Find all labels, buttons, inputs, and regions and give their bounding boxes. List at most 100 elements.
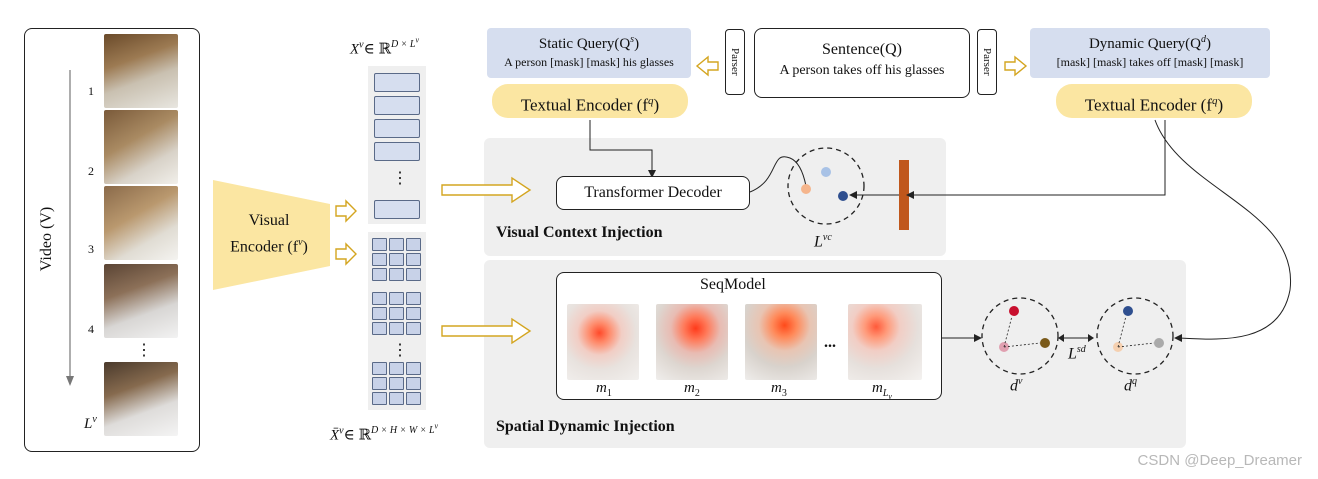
mask-ellipsis: ... xyxy=(824,334,836,351)
xv-ellipsis: ⋮ xyxy=(392,170,408,187)
transformer-decoder-box: Transformer Decoder xyxy=(556,176,750,210)
xbar-grid-cell xyxy=(406,253,421,266)
xbar-grid-cell xyxy=(389,238,404,251)
xbar-grid-cell xyxy=(372,392,387,405)
visual-encoder-shape xyxy=(213,180,330,290)
static-to-decoder-line xyxy=(589,120,653,172)
static-query-box: Static Query(Qs) A person [mask] [mask] … xyxy=(487,28,691,78)
visual-encoder-label-line1: Visual xyxy=(248,212,290,229)
xbar-grid-cell xyxy=(372,292,387,305)
dv-vector-2 xyxy=(1003,342,1041,348)
sentence-text: A person takes off his glasses xyxy=(779,63,945,78)
visual-encoder-label-line2: Encoder (fv) xyxy=(230,237,308,256)
dq-vector-2 xyxy=(1117,342,1155,348)
watermark: CSDN @Deep_Dreamer xyxy=(1137,452,1302,469)
xbar-grid-cell xyxy=(389,392,404,405)
xbar-grid-cell xyxy=(406,392,421,405)
xbar-to-dynamic-arrow xyxy=(441,317,532,345)
xbar-grid-cell xyxy=(406,292,421,305)
parser-left: Parser xyxy=(725,29,745,95)
mask-label-last: mLv xyxy=(872,380,892,401)
xbar-grid-cell xyxy=(372,377,387,390)
visual-encoder-label: Visual Encoder (fv) xyxy=(214,210,324,258)
frame-number-2: 2 xyxy=(88,164,94,178)
dynamic-to-bar-line xyxy=(912,120,1166,196)
xbar-grid-cell xyxy=(406,307,421,320)
lsd-label: Lsd xyxy=(1068,344,1086,363)
sentence-title: Sentence(Q) xyxy=(822,41,902,58)
static-query-text: A person [mask] [mask] his glasses xyxy=(504,55,674,69)
dynamic-to-dq-curve xyxy=(1154,119,1291,340)
xbar-grid-cell xyxy=(406,322,421,335)
dq-point-gray xyxy=(1154,338,1164,348)
xbar-grid-cell xyxy=(389,292,404,305)
seq-to-dv-arrowhead xyxy=(974,334,982,342)
frame-ellipsis: ⋮ xyxy=(136,342,152,359)
parser-right: Parser xyxy=(977,29,997,95)
dynamic-feature-bar xyxy=(899,160,909,230)
dv-point-brown xyxy=(1040,338,1050,348)
video-frame-last xyxy=(104,362,178,436)
vc-loss-circle xyxy=(787,147,865,225)
xbar-grid-cell xyxy=(372,307,387,320)
dynamic-textual-encoder: Textual Encoder (fq) xyxy=(1056,84,1252,118)
sentence-box: Sentence(Q) A person takes off his glass… xyxy=(754,28,970,98)
vc-point-lightblue xyxy=(821,167,831,177)
parser-to-dynamic-arrow xyxy=(1004,55,1028,77)
dynamic-to-bar-arrowhead xyxy=(906,191,914,199)
xbar-grid-cell xyxy=(406,362,421,375)
dynamic-to-dq-arrowhead xyxy=(1174,334,1182,342)
mask-frame-1 xyxy=(567,304,639,380)
xbar-grid-cell xyxy=(372,238,387,251)
spatial-dynamic-title: Spatial Dynamic Injection xyxy=(496,418,675,435)
xbar-grid-cell xyxy=(406,238,421,251)
seqmodel-label: SeqModel xyxy=(700,276,766,293)
xbar-grid-cell xyxy=(406,377,421,390)
xbar-grid-cell xyxy=(389,377,404,390)
xv-token-last xyxy=(374,200,420,219)
xbar-grid-cell xyxy=(389,307,404,320)
encoder-to-xv-arrow xyxy=(335,199,357,223)
dynamic-query-title: Dynamic Query(Qd) xyxy=(1088,34,1212,52)
mask-label-1: m1 xyxy=(596,380,612,399)
xbar-grid-cell xyxy=(389,253,404,266)
lsd-arrowhead-right xyxy=(1088,334,1094,342)
dq-circle xyxy=(1096,297,1174,375)
xv-token-4 xyxy=(374,142,420,161)
xbar-grid-cell xyxy=(372,268,387,281)
static-to-decoder-arrowhead xyxy=(648,170,656,178)
xbar-ellipsis: ⋮ xyxy=(392,342,408,359)
dv-circle xyxy=(981,297,1059,375)
vc-loss-label: Lvc xyxy=(814,232,832,251)
lsd-arrowhead-left xyxy=(1058,334,1064,342)
static-textual-encoder: Textual Encoder (fq) xyxy=(492,84,688,118)
dv-label: dv xyxy=(1010,376,1023,395)
frame-number-4: 4 xyxy=(88,322,94,336)
mask-frame-3 xyxy=(745,304,817,380)
mask-frame-last xyxy=(848,304,922,380)
xv-to-context-arrow xyxy=(441,176,532,204)
video-length-label: Lv xyxy=(84,414,97,432)
static-query-title: Static Query(Qs) xyxy=(538,34,640,52)
xv-token-1 xyxy=(374,73,420,92)
vc-point-darkblue xyxy=(838,191,848,201)
bar-to-circle-arrowhead xyxy=(849,191,857,199)
xbar-grid-cell xyxy=(389,362,404,375)
dq-vector-1 xyxy=(1117,315,1127,348)
dynamic-query-text: [mask] [mask] takes off [mask] [mask] xyxy=(1056,55,1244,69)
video-frame-3 xyxy=(104,186,178,260)
xbar-grid-cell xyxy=(389,268,404,281)
xv-label: Xv∈ ℝD × Lv xyxy=(350,36,420,58)
mask-frame-2 xyxy=(656,304,728,380)
xbar-grid-cell xyxy=(372,362,387,375)
xbar-grid-cell xyxy=(389,322,404,335)
decoder-to-loss-curve xyxy=(749,156,807,193)
dq-point-blue xyxy=(1123,306,1133,316)
vc-point-orange xyxy=(801,184,811,194)
dv-point-red xyxy=(1009,306,1019,316)
encoder-to-xbar-arrow xyxy=(335,242,357,266)
frame-number-1: 1 xyxy=(88,84,94,98)
mask-label-3: m3 xyxy=(771,380,787,399)
time-axis-arrowhead xyxy=(66,376,74,386)
